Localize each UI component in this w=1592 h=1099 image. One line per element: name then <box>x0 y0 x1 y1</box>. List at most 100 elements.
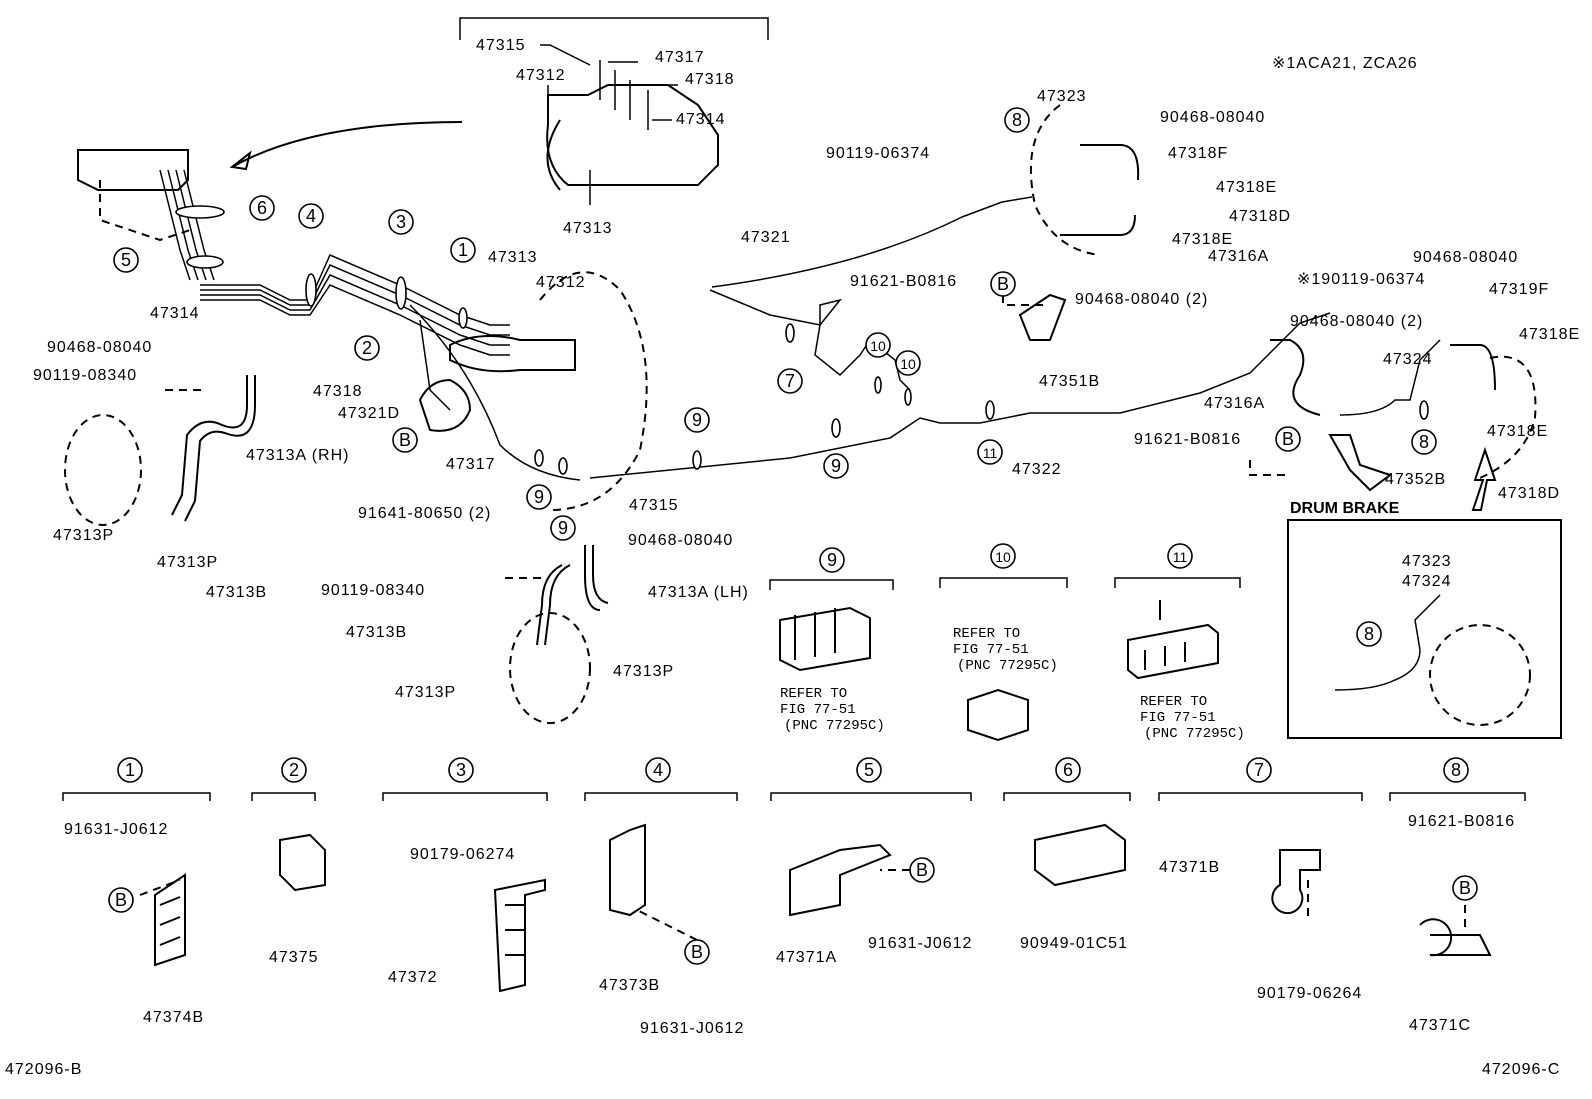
callout-4: 4 <box>298 203 324 229</box>
part-label: 47313P <box>53 527 114 544</box>
callout-11: 11 <box>977 439 1003 465</box>
callout-circle <box>684 939 710 965</box>
callout-4: 4 <box>645 757 671 783</box>
callout-text: B <box>1282 429 1294 449</box>
part-label: 90468-08040 <box>47 339 152 356</box>
rear-brake-lines <box>534 104 1537 511</box>
actuator-group <box>77 149 215 281</box>
callout-text: B <box>399 430 411 450</box>
part-label: 47318E <box>1519 326 1580 343</box>
callout-B: B <box>909 857 935 883</box>
refer-note-line: FIG 77-51 <box>953 642 1029 658</box>
callout-circle <box>117 757 143 783</box>
callout-text: 4 <box>306 206 316 226</box>
callout-text: 8 <box>1012 110 1022 130</box>
callout-10: 10 <box>990 543 1016 569</box>
callout-8: 8 <box>1004 107 1030 133</box>
part-label: 91621-B0816 <box>1408 813 1515 830</box>
part-label: 47375 <box>269 949 319 966</box>
callout-circle <box>392 427 418 453</box>
part-label: 47313 <box>488 249 538 266</box>
part-label: 90468-08040 <box>1160 109 1265 126</box>
part-label: 90949-01C51 <box>1020 935 1128 952</box>
callout-text: 6 <box>257 198 267 218</box>
part-label: 47316A <box>1204 395 1265 412</box>
part-label: 91631-J0612 <box>868 935 972 952</box>
part-label: 47318E <box>1172 231 1233 248</box>
callout-circle <box>1452 875 1478 901</box>
callout-5: 5 <box>856 757 882 783</box>
part-label: 47373B <box>599 977 660 994</box>
part-label: 47318F <box>1168 145 1228 162</box>
callout-text: 9 <box>827 550 837 570</box>
callout-circle <box>113 247 139 273</box>
callout-circle <box>856 757 882 783</box>
callout-9: 9 <box>526 484 552 510</box>
part-label: 47317 <box>446 456 496 473</box>
callout-B: B <box>108 887 134 913</box>
callout-text: 5 <box>121 250 131 270</box>
part-label: 47318 <box>685 71 735 88</box>
part-label: 47318E <box>1487 423 1548 440</box>
callout-B: B <box>392 427 418 453</box>
callout-text: 10 <box>995 549 1011 565</box>
callout-circle <box>777 368 803 394</box>
callout-circle <box>1004 107 1030 133</box>
part-label: 47322 <box>1012 461 1062 478</box>
part-label: 47321 <box>741 229 791 246</box>
callout-circle <box>895 350 921 376</box>
callout-text: B <box>1459 878 1471 898</box>
callout-text: B <box>916 860 928 880</box>
part-label: 47372 <box>388 969 438 986</box>
callout-6: 6 <box>249 195 275 221</box>
callout-text: 6 <box>1063 760 1073 780</box>
part-label: 47319F <box>1489 281 1549 298</box>
callout-9: 9 <box>823 453 849 479</box>
callout-B: B <box>990 271 1016 297</box>
callout-circle <box>990 271 1016 297</box>
callout-3: 3 <box>388 209 414 235</box>
callout-B: B <box>1275 426 1301 452</box>
part-label: 47371B <box>1159 859 1220 876</box>
callout-7: 7 <box>1246 757 1272 783</box>
part-label: 91641-80650 (2) <box>358 505 491 522</box>
callout-circle <box>823 453 849 479</box>
callout-circle <box>977 439 1003 465</box>
figure-id-left: 472096-B <box>5 1061 82 1078</box>
callout-text: 9 <box>558 518 568 538</box>
callout-text: 10 <box>870 338 886 354</box>
part-label: 47321D <box>338 405 400 422</box>
callout-9: 9 <box>684 407 710 433</box>
part-label: 90179-06264 <box>1257 985 1362 1002</box>
callout-circle <box>550 515 576 541</box>
callout-text: 4 <box>653 760 663 780</box>
callout-text: 10 <box>900 356 916 372</box>
callout-circle <box>1167 543 1193 569</box>
part-label: 47313P <box>395 684 456 701</box>
callout-B: B <box>684 939 710 965</box>
part-label: 47315 <box>476 37 526 54</box>
part-label: 47312 <box>516 67 566 84</box>
callout-circle <box>249 195 275 221</box>
drum-brake-inset <box>1287 519 1562 739</box>
part-label: 47313B <box>206 584 267 601</box>
callout-circle <box>1055 757 1081 783</box>
callout-text: 8 <box>1451 760 1461 780</box>
part-label: 47324 <box>1402 573 1452 590</box>
callout-9: 9 <box>819 547 845 573</box>
part-label: 47323 <box>1037 88 1087 105</box>
part-label: 90119-08340 <box>33 367 137 384</box>
part-label: 90468-08040 (2) <box>1290 313 1423 330</box>
callout-circle <box>526 484 552 510</box>
part-label: 47318D <box>1229 208 1291 225</box>
part-label: 47374B <box>143 1009 204 1026</box>
part-label: 47317 <box>655 49 705 66</box>
callout-11: 11 <box>1167 543 1193 569</box>
part-label: 47351B <box>1039 373 1100 390</box>
callout-text: 9 <box>534 487 544 507</box>
callout-circle <box>450 237 476 263</box>
callout-text: 5 <box>864 760 874 780</box>
callout-text: 2 <box>289 760 299 780</box>
